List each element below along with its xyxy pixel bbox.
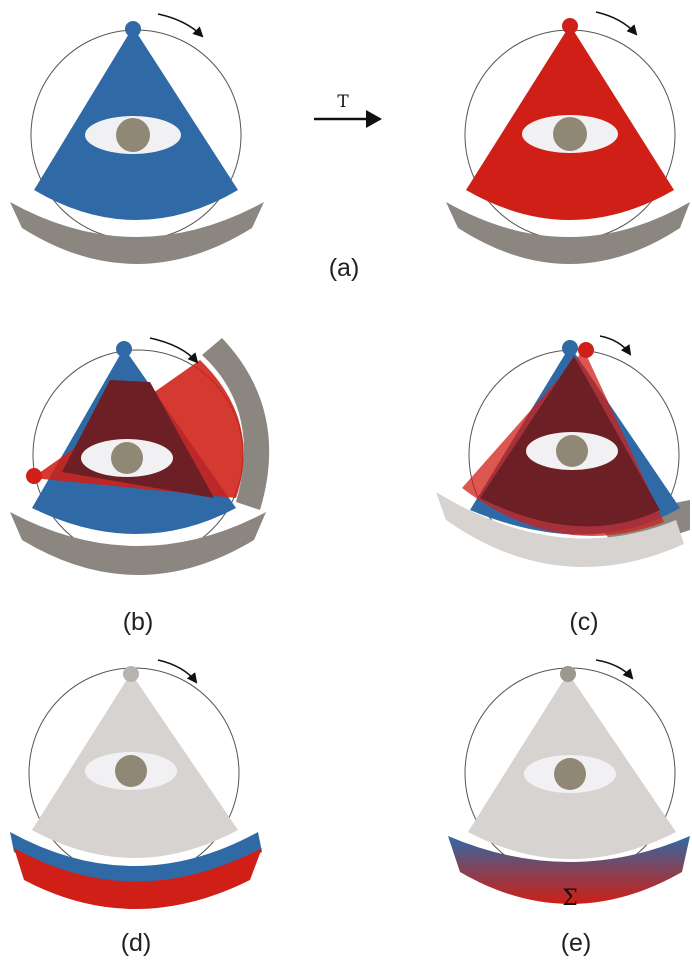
red-pivot — [26, 468, 42, 484]
rotation-arrow — [600, 336, 630, 354]
rotation-arrow — [150, 338, 197, 362]
rotation-arrow — [158, 14, 202, 36]
gray-pivot — [123, 666, 139, 682]
caption-a: (a) — [329, 254, 360, 282]
rotation-arrow — [596, 12, 636, 34]
pupil — [553, 117, 587, 151]
panel-e: Σ — [448, 660, 690, 911]
transform-label: T — [337, 92, 349, 112]
gray-pivot — [560, 666, 576, 682]
caption-e: (e) — [561, 929, 592, 957]
panel-c — [436, 336, 690, 567]
red-pivot — [578, 342, 594, 358]
pupil — [556, 435, 588, 467]
blue-pivot — [125, 21, 141, 37]
panel-d — [10, 660, 262, 909]
caption-b: (b) — [123, 608, 154, 636]
transform-arrow: T — [314, 92, 382, 128]
sum-label: Σ — [562, 886, 578, 911]
pupil — [554, 758, 586, 790]
blue-pivot — [116, 341, 132, 357]
pupil — [111, 442, 143, 474]
caption-d: (d) — [121, 929, 152, 957]
caption-c: (c) — [569, 608, 598, 636]
rotation-arrow — [158, 660, 196, 682]
pupil — [115, 755, 147, 787]
panel-b — [10, 338, 269, 575]
rotation-arrow — [596, 660, 632, 678]
blue-pivot — [562, 340, 578, 356]
panel-a-right — [446, 12, 690, 264]
red-pivot — [562, 18, 578, 34]
panel-a-left — [10, 14, 264, 264]
pupil — [116, 118, 150, 152]
